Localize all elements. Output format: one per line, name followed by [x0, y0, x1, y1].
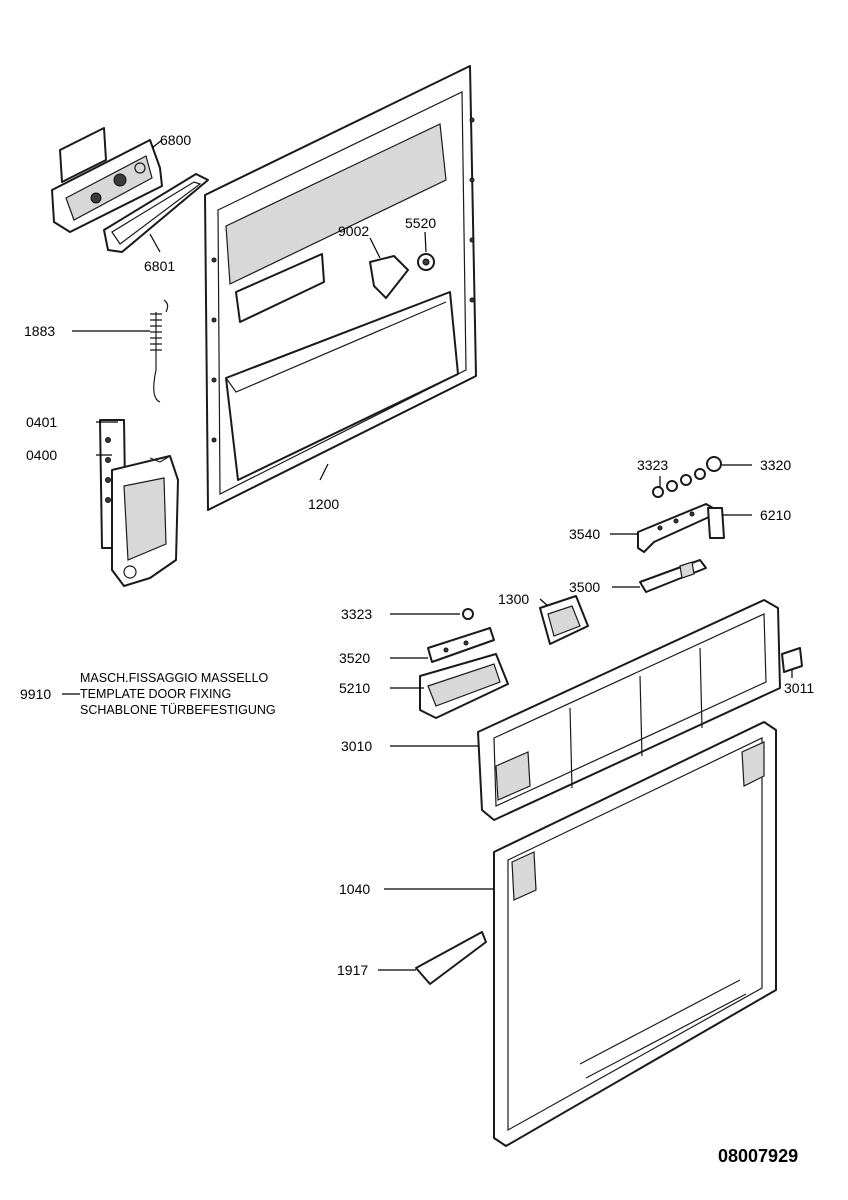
- label-3323-top: 3323: [637, 457, 668, 473]
- part-3520: [427, 627, 495, 663]
- part-hinge-0400: [99, 419, 179, 587]
- label-9910: 9910: [20, 686, 51, 702]
- label-0400: 0400: [26, 447, 57, 463]
- template-note-line-1: MASCH.FISSAGGIO MASSELLO: [80, 671, 269, 685]
- part-switch-1300: [539, 595, 589, 645]
- template-note-line-2: TEMPLATE DOOR FIXING: [80, 687, 231, 701]
- label-5520: 5520: [405, 215, 436, 231]
- label-1917: 1917: [337, 962, 368, 978]
- label-5210: 5210: [339, 680, 370, 696]
- template-note-line-3: SCHABLONE TÜRBEFESTIGUNG: [80, 703, 276, 717]
- part-5520: [417, 253, 435, 271]
- label-1040: 1040: [339, 881, 370, 897]
- label-3500: 3500: [569, 579, 600, 595]
- label-6210: 6210: [760, 507, 791, 523]
- part-inner-door-1200: [204, 65, 477, 511]
- document-number: 08007929: [718, 1146, 798, 1166]
- part-button-3320: [706, 456, 722, 472]
- label-6801: 6801: [144, 258, 175, 274]
- part-strip-1917: [415, 931, 487, 985]
- label-6800: 6800: [160, 132, 191, 148]
- part-control-panel-3010: [477, 599, 781, 821]
- part-labels: 6800 6801 1883 0401 0400 9002 5520 1200 …: [20, 132, 814, 978]
- part-pcb-3500: [639, 559, 707, 593]
- label-3010: 3010: [341, 738, 372, 754]
- leader-lines: [62, 139, 793, 971]
- label-3520: 3520: [339, 650, 370, 666]
- part-button-holder-3540: [637, 503, 721, 553]
- label-1200: 1200: [308, 496, 339, 512]
- label-3011: 3011: [784, 680, 814, 696]
- part-dispenser-6800: [51, 127, 163, 233]
- part-buttons-3323: [652, 468, 706, 498]
- label-3323-lower: 3323: [341, 606, 372, 622]
- part-module-5210: [419, 653, 509, 719]
- part-gasket-6801: [103, 173, 209, 253]
- part-spring-1883: [150, 299, 169, 403]
- part-9002: [369, 255, 409, 299]
- label-3540: 3540: [569, 526, 600, 542]
- label-1300: 1300: [498, 591, 529, 607]
- label-0401: 0401: [26, 414, 57, 430]
- part-6210: [707, 507, 725, 539]
- label-3320: 3320: [760, 457, 791, 473]
- part-3011: [781, 647, 803, 673]
- label-9002: 9002: [338, 223, 369, 239]
- part-button-3323-lower: [462, 608, 474, 620]
- label-1883: 1883: [24, 323, 55, 339]
- part-outer-door-1040: [493, 721, 777, 1147]
- template-note: MASCH.FISSAGGIO MASSELLO TEMPLATE DOOR F…: [80, 671, 276, 717]
